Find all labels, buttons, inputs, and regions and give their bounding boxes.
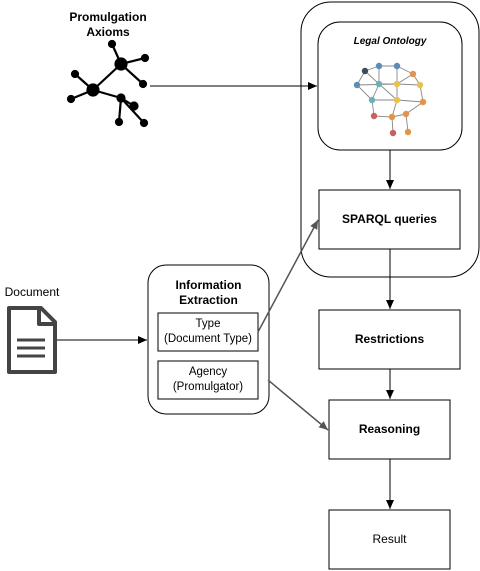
result-label: Result (372, 532, 407, 546)
result-box (328, 509, 451, 570)
legal-ontology-title: Legal Ontology (353, 36, 427, 47)
document-label: Document (4, 285, 60, 299)
agency-line2: (Promulgator) (172, 381, 244, 393)
type-box-label: Type (Document Type) (158, 317, 258, 347)
agency-box (157, 360, 259, 400)
promulgation-axioms-line2: Axioms (86, 25, 130, 39)
type-to-sparql-arrow (257, 219, 319, 333)
document-icon (7, 306, 57, 374)
agency-box-label: Agency (Promulgator) (158, 365, 258, 395)
promulgation-axioms-line1: Promulgation (69, 10, 147, 24)
agency-line1: Agency (188, 366, 228, 378)
information-extraction-line1: Information (175, 278, 242, 292)
type-line2: (Document Type) (164, 333, 252, 345)
knowledge-graph-icon (353, 62, 427, 137)
promulgation-axioms-label: Promulgation Axioms (50, 10, 166, 40)
agency-to-reasoning-arrow (267, 379, 329, 431)
restrictions-label: Restrictions (354, 332, 425, 346)
reasoning-label: Reasoning (358, 422, 421, 436)
information-extraction-title: Information Extraction (148, 278, 269, 308)
type-line1: Type (195, 318, 221, 330)
information-extraction-box (147, 264, 270, 415)
sparql-queries-label: SPARQL queries (342, 212, 437, 226)
network-graph-icon (66, 39, 150, 128)
information-extraction-line2: Extraction (179, 293, 238, 307)
